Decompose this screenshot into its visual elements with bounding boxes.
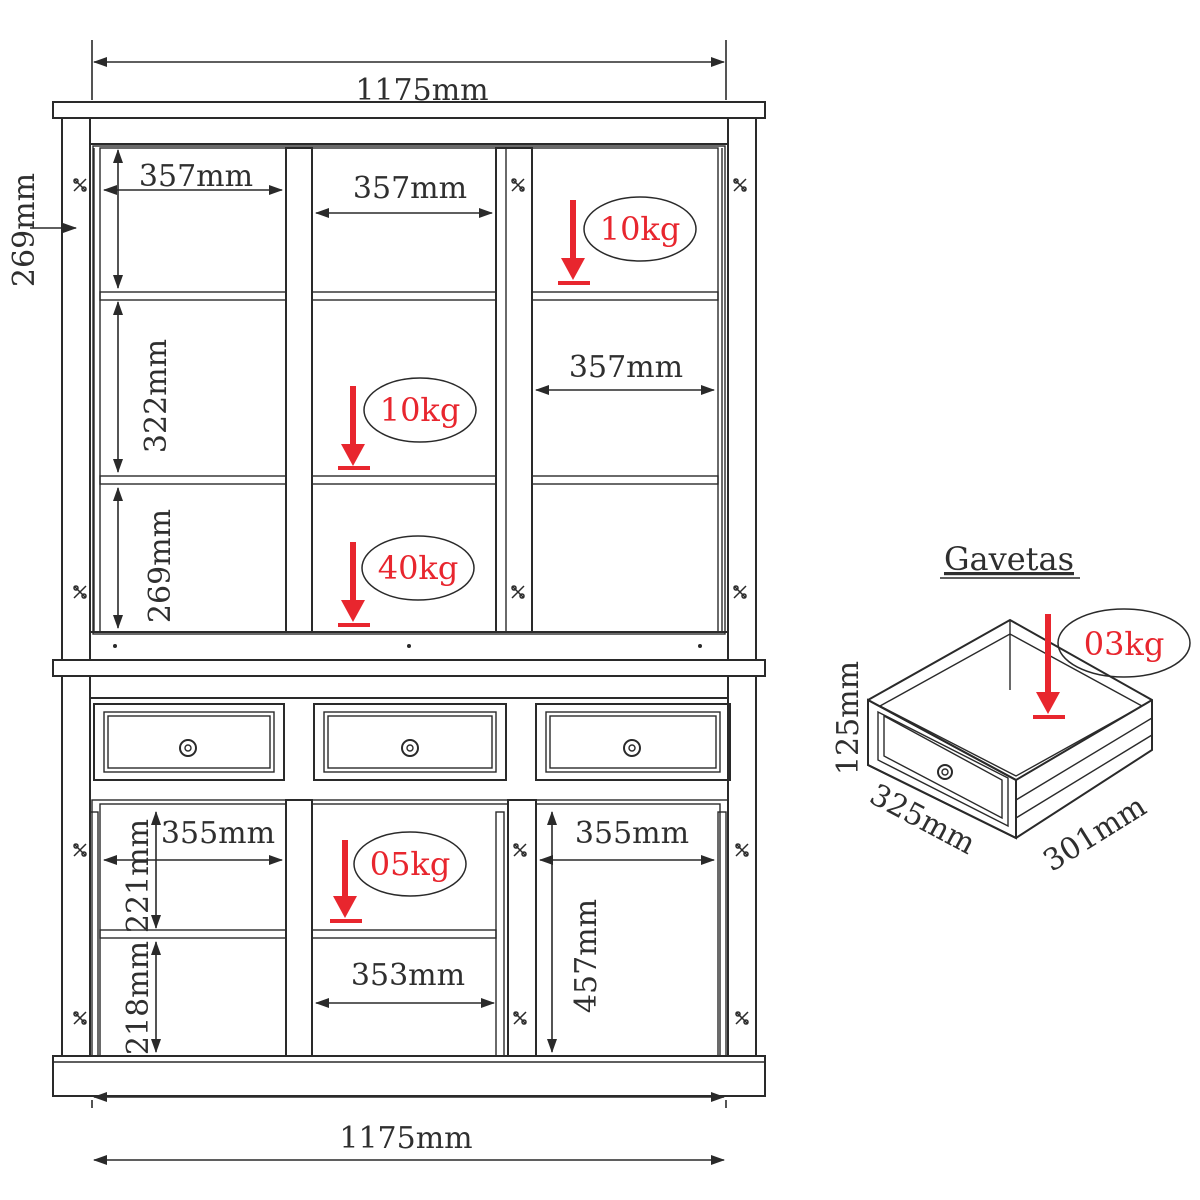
load-arrow-icon bbox=[338, 542, 370, 627]
load-lower-center-label: 05kg bbox=[370, 845, 451, 883]
lower-divider-right bbox=[507, 799, 537, 1057]
drawer-detail: Gavetas 03kg 125mm 325mm 301mm bbox=[831, 540, 1191, 879]
upper-bottom-height-label: 269mm bbox=[143, 509, 178, 623]
drawer-title: Gavetas bbox=[944, 540, 1074, 578]
lower-top-height-label: 221mm bbox=[121, 819, 156, 933]
load-drawer-label: 03kg bbox=[1084, 625, 1165, 663]
lower-top-rail bbox=[89, 675, 729, 699]
load-ellipse bbox=[361, 535, 475, 601]
lower-left-width-label: 355mm bbox=[161, 816, 275, 851]
upper-mid-height-label: 322mm bbox=[139, 339, 174, 453]
cabinet-drawing bbox=[52, 101, 766, 1097]
load-arrow-icon bbox=[1033, 614, 1065, 719]
upper-left-bay bbox=[99, 147, 287, 633]
load-ellipse bbox=[1057, 608, 1191, 678]
door-edge bbox=[495, 811, 505, 1057]
overall-width-bottom-label: 1175mm bbox=[339, 1121, 472, 1156]
load-upper-center-label: 10kg bbox=[380, 391, 461, 429]
upper-interior bbox=[92, 145, 726, 635]
drawer-depth-label: 325mm bbox=[864, 777, 981, 861]
upper-divider-left bbox=[285, 147, 313, 633]
load-ellipse bbox=[363, 377, 477, 443]
drawer-center bbox=[313, 703, 507, 781]
load-indicators: 10kg 10kg 40kg 05kg bbox=[330, 196, 697, 923]
hinge-icons bbox=[73, 178, 749, 1025]
load-upper-right-label: 10kg bbox=[600, 210, 681, 248]
load-upper-bottom-label: 40kg bbox=[378, 549, 459, 587]
drawer-width-label: 301mm bbox=[1037, 789, 1152, 879]
load-arrow-icon bbox=[330, 840, 362, 923]
shelf bbox=[531, 291, 719, 301]
load-arrow-icon bbox=[558, 200, 590, 285]
door-edge bbox=[717, 811, 727, 1057]
load-arrow-icon bbox=[338, 386, 370, 470]
shelf bbox=[531, 475, 719, 485]
drawer-right bbox=[535, 703, 731, 781]
lower-divider-left bbox=[285, 799, 313, 1057]
lower-right-height-label: 457mm bbox=[569, 899, 604, 1013]
upper-right-post bbox=[727, 117, 757, 661]
lower-bottom-height-label: 218mm bbox=[121, 941, 156, 1055]
upper-top-rail bbox=[89, 117, 729, 145]
shelf bbox=[311, 291, 497, 301]
upper-right-width-label: 357mm bbox=[569, 350, 683, 385]
drawer-height-label: 125mm bbox=[831, 661, 866, 775]
upper-center-width-label: 357mm bbox=[353, 171, 467, 206]
drawer-knob-icon bbox=[623, 739, 641, 757]
upper-divider-right bbox=[495, 147, 533, 633]
lower-center-width-label: 353mm bbox=[351, 958, 465, 993]
shelf bbox=[99, 929, 287, 939]
drawer-knob-icon bbox=[937, 764, 953, 780]
drawer-knob-icon bbox=[401, 739, 419, 757]
lower-right-post bbox=[727, 675, 757, 1057]
shelf bbox=[311, 475, 497, 485]
lower-left-post bbox=[61, 675, 91, 1057]
lower-right-width-label: 355mm bbox=[575, 816, 689, 851]
upper-left-post bbox=[61, 117, 91, 661]
counter-top bbox=[52, 659, 766, 677]
shelf bbox=[99, 475, 287, 485]
overall-width-top-label: 1175mm bbox=[355, 73, 488, 108]
shelf bbox=[99, 291, 287, 301]
dimension-lines bbox=[30, 40, 727, 1165]
upper-left-width-label: 357mm bbox=[139, 159, 253, 194]
drawer-knob-icon bbox=[179, 739, 197, 757]
shelf bbox=[311, 929, 497, 939]
load-ellipse bbox=[583, 196, 697, 262]
door-edge bbox=[89, 811, 99, 1057]
drawer-left bbox=[93, 703, 285, 781]
side-height-label: 269mm bbox=[7, 173, 42, 287]
load-ellipse bbox=[353, 831, 467, 897]
